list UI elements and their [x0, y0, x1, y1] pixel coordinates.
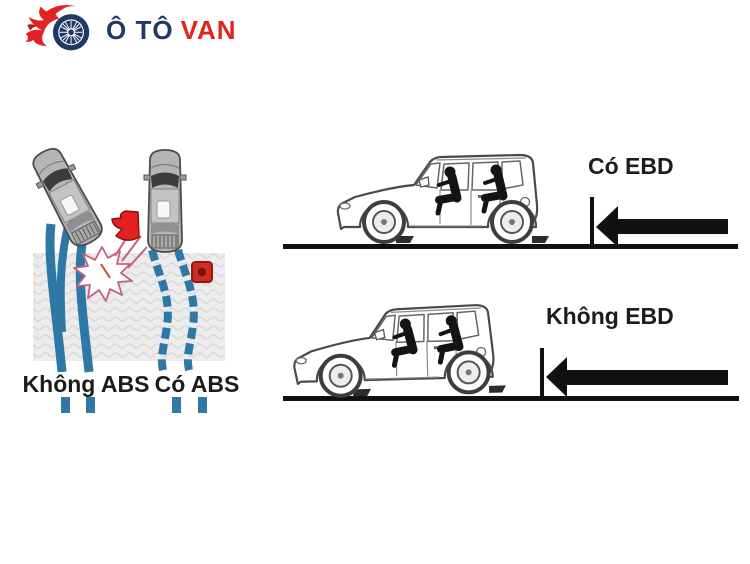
suv-without-ebd — [293, 304, 506, 397]
abs-comparison-illustration — [23, 141, 225, 413]
stop-line-bottom — [540, 348, 544, 399]
label-without-abs: Không ABS — [22, 371, 150, 397]
stop-line-top — [590, 197, 594, 247]
ebd-comparison-illustration — [283, 130, 739, 420]
skid-marks-dashed — [148, 248, 198, 376]
track-stubs — [61, 397, 207, 413]
brand-name-primary: Ô TÔ — [106, 14, 174, 45]
suv-with-ebd — [338, 155, 549, 243]
ground-line-top — [283, 244, 738, 249]
car-top-straight — [143, 149, 187, 253]
label-with-abs: Có ABS — [154, 371, 240, 397]
obstacle-icon — [191, 261, 213, 283]
brand-name-secondary: VAN — [180, 14, 237, 45]
label-without-ebd: Không EBD — [546, 303, 674, 329]
force-arrow-top-icon — [596, 206, 728, 247]
force-arrow-bottom-icon — [546, 357, 728, 397]
crash-burst-icon — [73, 227, 148, 302]
horn-icon — [111, 210, 140, 241]
ground-line-bottom — [283, 396, 739, 401]
flaming-wheel-icon — [25, 5, 90, 51]
label-with-ebd: Có EBD — [588, 153, 674, 179]
